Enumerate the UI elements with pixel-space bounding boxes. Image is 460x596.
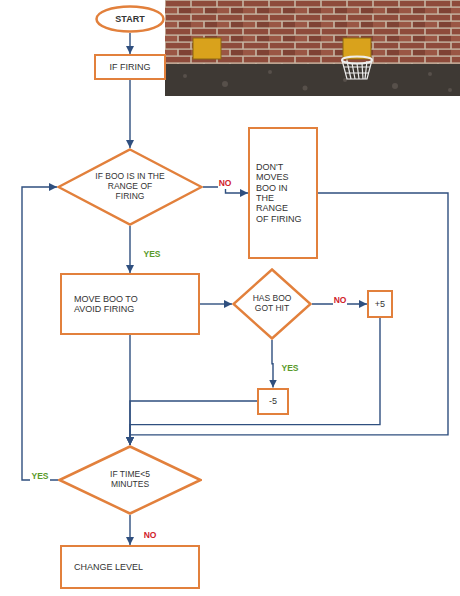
edge-label: YES <box>142 250 161 260</box>
oval-shape <box>97 7 164 32</box>
brick-wall <box>165 0 460 70</box>
label-holder: YES <box>275 357 305 375</box>
diamond-shape <box>234 270 311 339</box>
flow-arrow <box>129 226 130 273</box>
node-text: IF BOO IS IN THE RANGE OF FIRING <box>93 172 167 201</box>
basket <box>342 57 372 80</box>
node-text: IF FIRING <box>110 62 151 72</box>
diamond-shape <box>59 150 202 225</box>
node-text: DON'T MOVES BOO IN THE RANGE OF FIRING <box>256 162 302 224</box>
yellow-sign <box>193 38 221 59</box>
node-text: +5 <box>375 299 385 309</box>
process-box: DON'T MOVES BOO IN THE RANGE OF FIRING <box>248 127 318 259</box>
node-text: START <box>115 14 144 24</box>
flow-arrow <box>272 340 273 388</box>
node-text: MOVE BOO TO AVOID FIRING <box>74 294 152 315</box>
flow-arrow <box>130 401 257 445</box>
edge-label: NO <box>143 531 158 541</box>
score-box: -5 <box>257 388 289 415</box>
process-box: IF FIRING <box>94 54 166 80</box>
decision-diamond: IF BOO IS IN THE RANGE OF FIRING <box>57 148 203 226</box>
flow-arrow <box>22 187 58 480</box>
label-holder: NO <box>135 524 165 542</box>
flow-arrow <box>129 515 130 545</box>
edge-label: NO <box>333 296 348 306</box>
edge-label: YES <box>280 364 299 374</box>
ground-texture <box>183 70 452 92</box>
start-terminal: START <box>95 5 165 33</box>
score-box: +5 <box>367 290 393 318</box>
edge-label: NO <box>218 179 233 189</box>
node-text: -5 <box>269 396 277 406</box>
flow-arrow <box>200 303 232 304</box>
process-box: MOVE BOO TO AVOID FIRING <box>60 273 200 335</box>
label-holder: YES <box>25 465 55 483</box>
brick-wall-photo <box>165 0 460 96</box>
process-box: CHANGE LEVEL <box>60 545 200 589</box>
flow-arrow <box>130 318 380 445</box>
flow-arrow <box>129 80 130 148</box>
label-holder: NO <box>325 289 355 307</box>
node-text: IF TIME<5 MINUTES <box>97 470 163 490</box>
edge-label: YES <box>30 472 49 482</box>
decision-diamond: HAS BOO GOT HIT <box>232 268 312 340</box>
diamond-shape <box>60 447 201 514</box>
flow-arrow <box>129 33 130 54</box>
node-text: CHANGE LEVEL <box>74 562 143 572</box>
node-text: HAS BOO GOT HIT <box>250 294 294 314</box>
label-holder: NO <box>210 172 240 190</box>
decision-diamond: IF TIME<5 MINUTES <box>58 445 202 515</box>
label-holder: YES <box>137 243 167 261</box>
ground <box>165 64 460 96</box>
